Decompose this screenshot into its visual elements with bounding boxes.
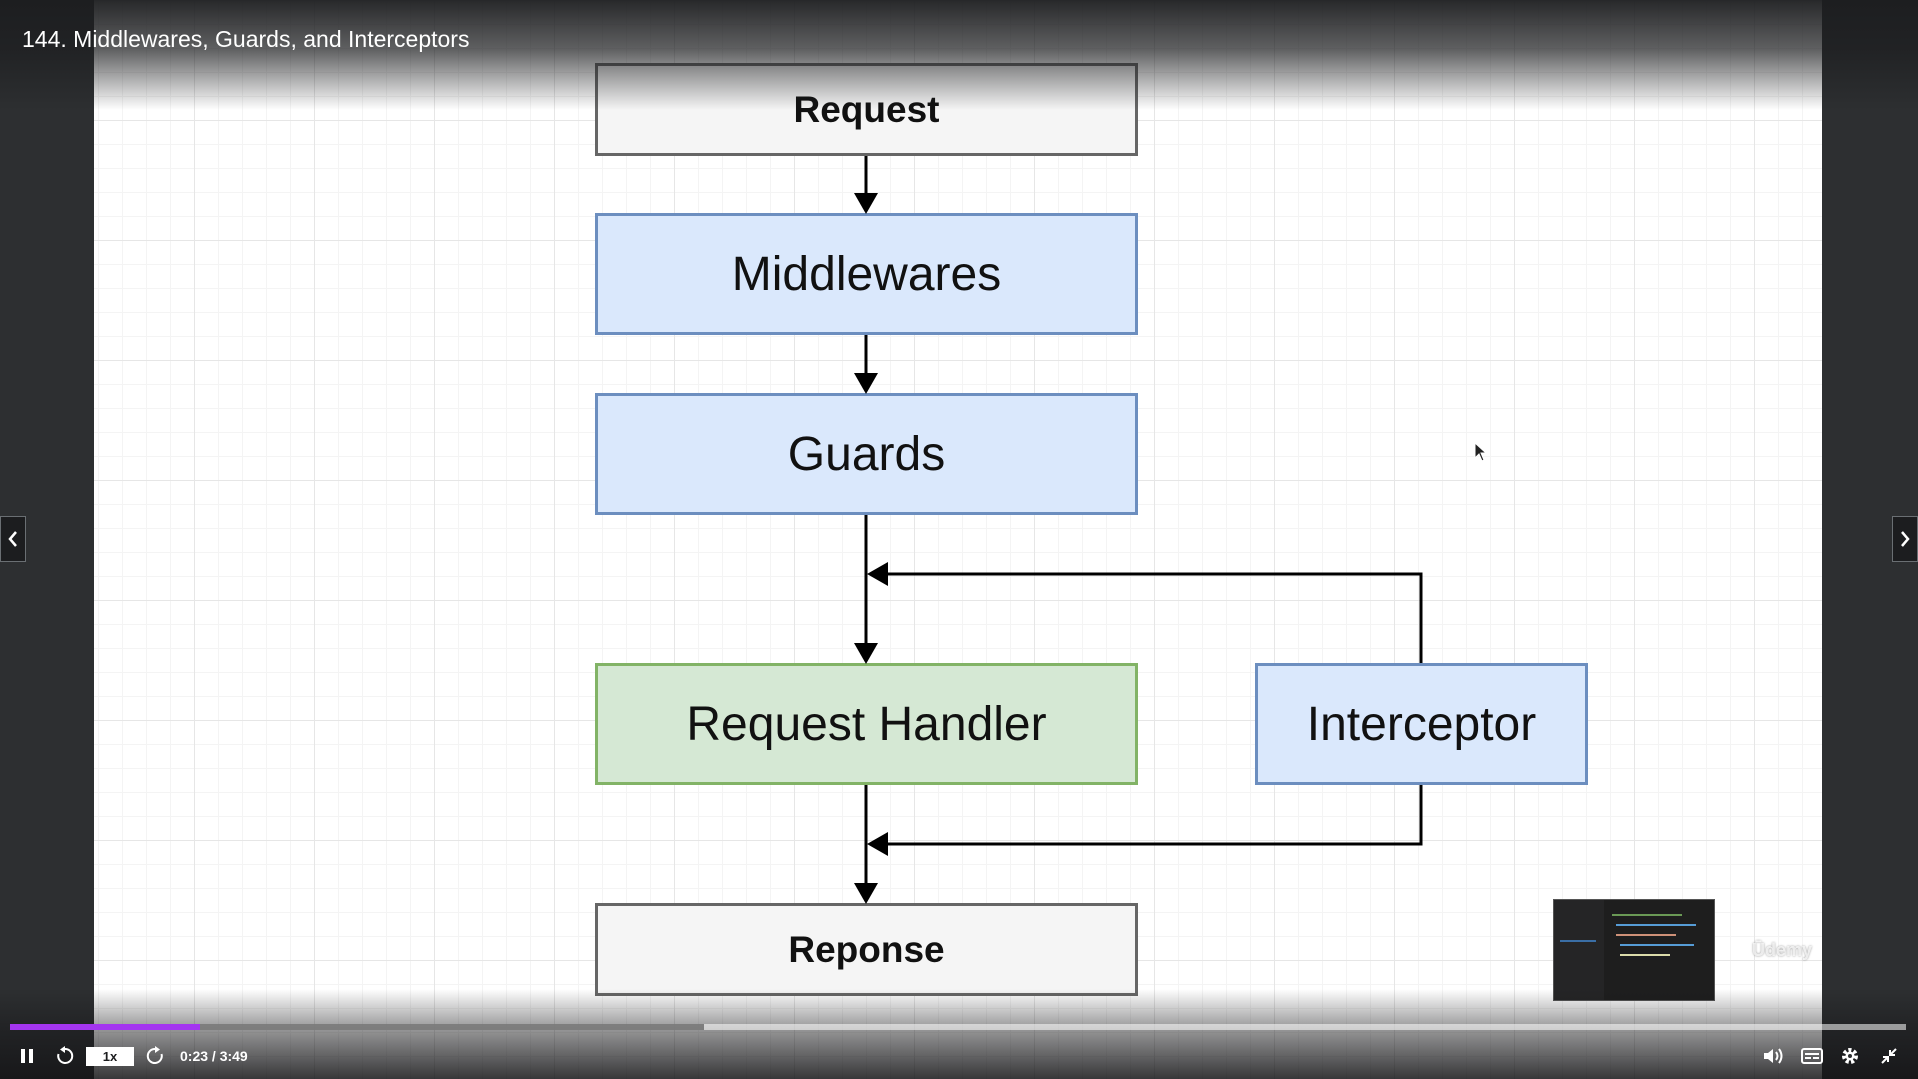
volume-icon xyxy=(1764,1048,1783,1064)
captions-icon xyxy=(1801,1048,1823,1064)
playback-rate-button[interactable]: 1x xyxy=(86,1047,134,1066)
forward-button[interactable] xyxy=(142,1040,168,1072)
chevron-left-icon xyxy=(8,531,17,547)
exit-fullscreen-icon xyxy=(1881,1048,1897,1064)
gear-icon xyxy=(1842,1048,1858,1064)
node-middlewares: Middlewares xyxy=(595,213,1138,335)
rewind-button[interactable] xyxy=(52,1040,78,1072)
chevron-right-icon xyxy=(1901,531,1910,547)
udemy-watermark: Ūdemy xyxy=(1752,940,1813,960)
lecture-title: 144. Middlewares, Guards, and Intercepto… xyxy=(22,26,470,52)
time-display: 0:23 / 3:49 xyxy=(180,1048,248,1064)
progress-bar[interactable] xyxy=(10,1024,1906,1030)
captions-button[interactable] xyxy=(1798,1040,1826,1072)
node-response-label: Reponse xyxy=(788,928,945,970)
node-middlewares-label: Middlewares xyxy=(731,247,1002,301)
exit-fullscreen-button[interactable] xyxy=(1876,1040,1902,1072)
node-interceptor: Interceptor xyxy=(1255,663,1588,785)
mouse-cursor-icon xyxy=(1474,442,1488,462)
arrowhead-handler xyxy=(854,643,878,664)
forward-5-icon xyxy=(146,1046,163,1064)
node-response: Reponse xyxy=(595,903,1138,996)
progress-buffered xyxy=(10,1024,704,1030)
node-request-handler-label: Request Handler xyxy=(686,697,1047,751)
node-request-handler: Request Handler xyxy=(595,663,1138,785)
node-interceptor-label: Interceptor xyxy=(1306,697,1537,751)
node-guards: Guards xyxy=(595,393,1138,515)
arrowhead-guards xyxy=(854,373,878,394)
player-controls: 1x 0:23 / 3:49 xyxy=(0,1040,1918,1072)
previous-lecture-button[interactable] xyxy=(0,516,26,562)
volume-button[interactable] xyxy=(1760,1040,1788,1072)
node-guards-label: Guards xyxy=(787,427,946,481)
progress-played xyxy=(10,1024,200,1030)
video-frame[interactable]: Request Middlewares Guards Request Handl… xyxy=(94,0,1822,1079)
settings-button[interactable] xyxy=(1836,1040,1864,1072)
arrow-interceptor-to-response-path xyxy=(884,785,1423,846)
rewind-5-icon xyxy=(57,1046,74,1064)
next-lecture-button[interactable] xyxy=(1892,516,1918,562)
arrowhead-response-incoming xyxy=(867,832,888,856)
arrow-interceptor-to-guards-path xyxy=(884,572,1423,663)
arrowhead-middlewares xyxy=(854,193,878,214)
diagram-connectors xyxy=(854,156,1423,904)
arrowhead-guards-incoming xyxy=(867,562,888,586)
arrowhead-response xyxy=(854,883,878,904)
pause-icon xyxy=(21,1049,33,1063)
pause-button[interactable] xyxy=(14,1040,40,1072)
instructor-webcam-thumbnail xyxy=(1553,899,1715,1001)
